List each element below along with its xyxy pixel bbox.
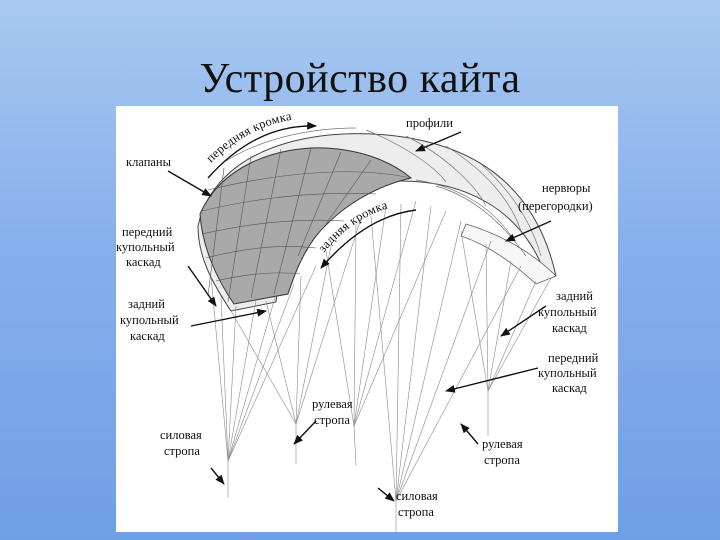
ribs-label: нервюры xyxy=(542,181,591,195)
rear-cascade-left-label-3: каскад xyxy=(130,329,165,343)
steering-line-center-label: рулевая xyxy=(312,397,353,411)
steering-line-right-label: рулевая xyxy=(482,437,523,451)
power-line-bottom-label-2: стропа xyxy=(398,505,434,519)
rear-cascade-right-label: задний xyxy=(556,289,593,303)
front-cascade-left-label: передний xyxy=(122,225,173,239)
valves-label: клапаны xyxy=(126,155,172,169)
power-line-left-label-2: стропа xyxy=(164,444,200,458)
slide-title: Устройство кайта xyxy=(0,58,720,100)
rear-cascade-right-label-2: купольный xyxy=(538,305,597,319)
ribs-label-secondary: (перегородки) xyxy=(518,199,593,213)
front-cascade-right-label-3: каскад xyxy=(552,381,587,395)
kite-diagram: передняя кромка задняя кромка клапаны пр… xyxy=(116,106,618,532)
power-line-bottom-label: силовая xyxy=(396,489,438,503)
steering-line-center-label-2: стропа xyxy=(314,413,350,427)
valves-arrow xyxy=(168,171,211,196)
steering-line-right-label-2: стропа xyxy=(484,453,520,467)
front-cascade-left-label-2: купольный xyxy=(116,240,175,254)
front-cascade-right-label: передний xyxy=(548,351,599,365)
rear-cascade-left-label-2: купольный xyxy=(120,313,179,327)
front-cascade-right-label-2: купольный xyxy=(538,366,597,380)
power-line-bottom-arrow xyxy=(378,488,394,501)
steering-line-right-arrow xyxy=(461,424,478,444)
power-line-left-arrow xyxy=(211,468,224,484)
rear-cascade-left-arrow xyxy=(191,311,266,326)
profiles-label: профили xyxy=(406,116,453,130)
front-cascade-right-arrow xyxy=(446,368,538,391)
rear-cascade-right-label-3: каскад xyxy=(552,321,587,335)
front-cascade-left-label-3: каскад xyxy=(126,255,161,269)
power-line-left-label: силовая xyxy=(160,428,202,442)
steering-line-center-arrow xyxy=(294,421,316,444)
rear-cascade-left-label: задний xyxy=(128,297,165,311)
